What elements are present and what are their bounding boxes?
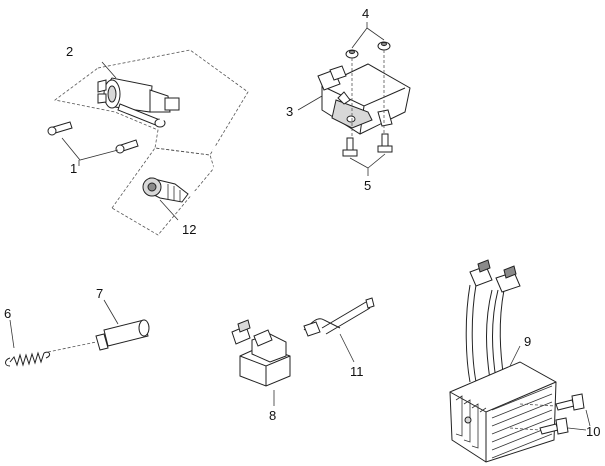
regulator-connector-left [469,259,493,287]
callout-5: 5 [364,178,371,193]
cdi-unit [317,63,411,135]
callout-9: 9 [524,334,531,349]
callout-4: 4 [362,6,369,21]
callout-12: 12 [182,222,196,237]
cdi-bolt-right [377,133,393,153]
callout-3: 3 [286,104,293,119]
ignition-coil-group [47,49,249,236]
starter-relay [231,319,291,406]
spark-plug-cap [142,177,189,203]
regulator-bolt-lower [539,417,569,435]
callout-2: 2 [66,44,73,59]
cdi-unit-group [297,22,411,176]
cdi-bolt-left [342,137,358,157]
regulator-connector-right [495,265,521,293]
regulator-bolt-upper [555,393,585,411]
rectifier-regulator-group [449,259,591,463]
callout-labels: 1 2 3 4 5 6 7 8 9 10 11 12 [4,6,600,439]
ignition-coil [97,77,180,128]
callout-6: 6 [4,306,11,321]
cdi-nut-right [377,41,391,51]
brake-light-switch [47,299,150,353]
callout-1: 1 [70,161,77,176]
lead-wire [303,297,375,363]
callout-7: 7 [96,286,103,301]
callout-11: 11 [350,364,364,379]
callout-8: 8 [269,408,276,423]
return-spring [5,319,51,367]
callout-10: 10 [586,424,600,439]
coil-bolt-upper [47,121,73,136]
coil-bolt-lower [115,139,139,154]
rectifier-regulator [449,361,557,463]
cdi-nut-left [345,49,359,59]
